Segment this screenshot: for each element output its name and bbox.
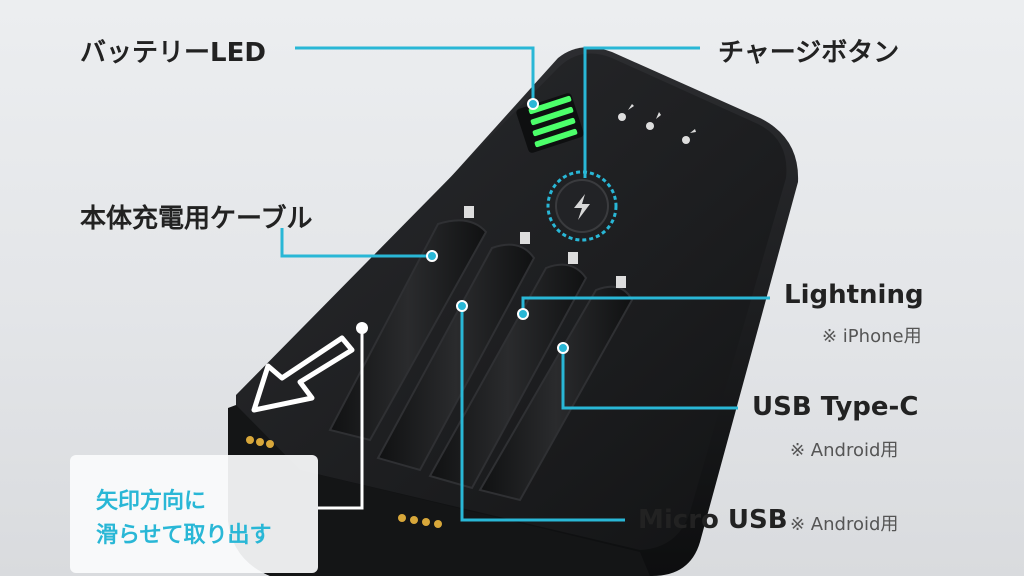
label-charge-button: チャージボタン [718,38,900,68]
callout-lightning [521,296,770,312]
callout-charge-button [583,46,700,178]
callout-body-cable [280,228,432,258]
hint-line-1: 矢印方向に [96,489,207,514]
mode-indicator-icons [618,104,696,144]
callout-usb-c [561,348,738,410]
label-usb-c: USB Type-C [752,392,919,422]
hint-line-2: 滑らせて取り出す [96,523,272,548]
label-micro-usb: Micro USB [638,505,788,535]
label-lightning: Lightning [784,280,924,310]
charging-pins [246,436,442,528]
label-body-cable: 本体充電用ケーブル [80,204,313,234]
label-micro-usb-note: ※ Android用 [790,514,899,535]
hint-pointer-line [318,328,364,510]
label-battery-led: バッテリーLED [80,38,266,68]
label-usb-c-note: ※ Android用 [790,440,899,461]
label-lightning-note: ※ iPhone用 [822,326,922,347]
slide-direction-arrow [251,335,355,413]
charge-button-graphic [546,170,618,242]
callout-micro-usb [460,306,625,522]
removal-hint-box: 矢印方向に 滑らせて取り出す [70,455,318,573]
cable-slots [328,206,634,502]
callout-battery-led [295,46,535,102]
callout-lines [280,46,770,522]
